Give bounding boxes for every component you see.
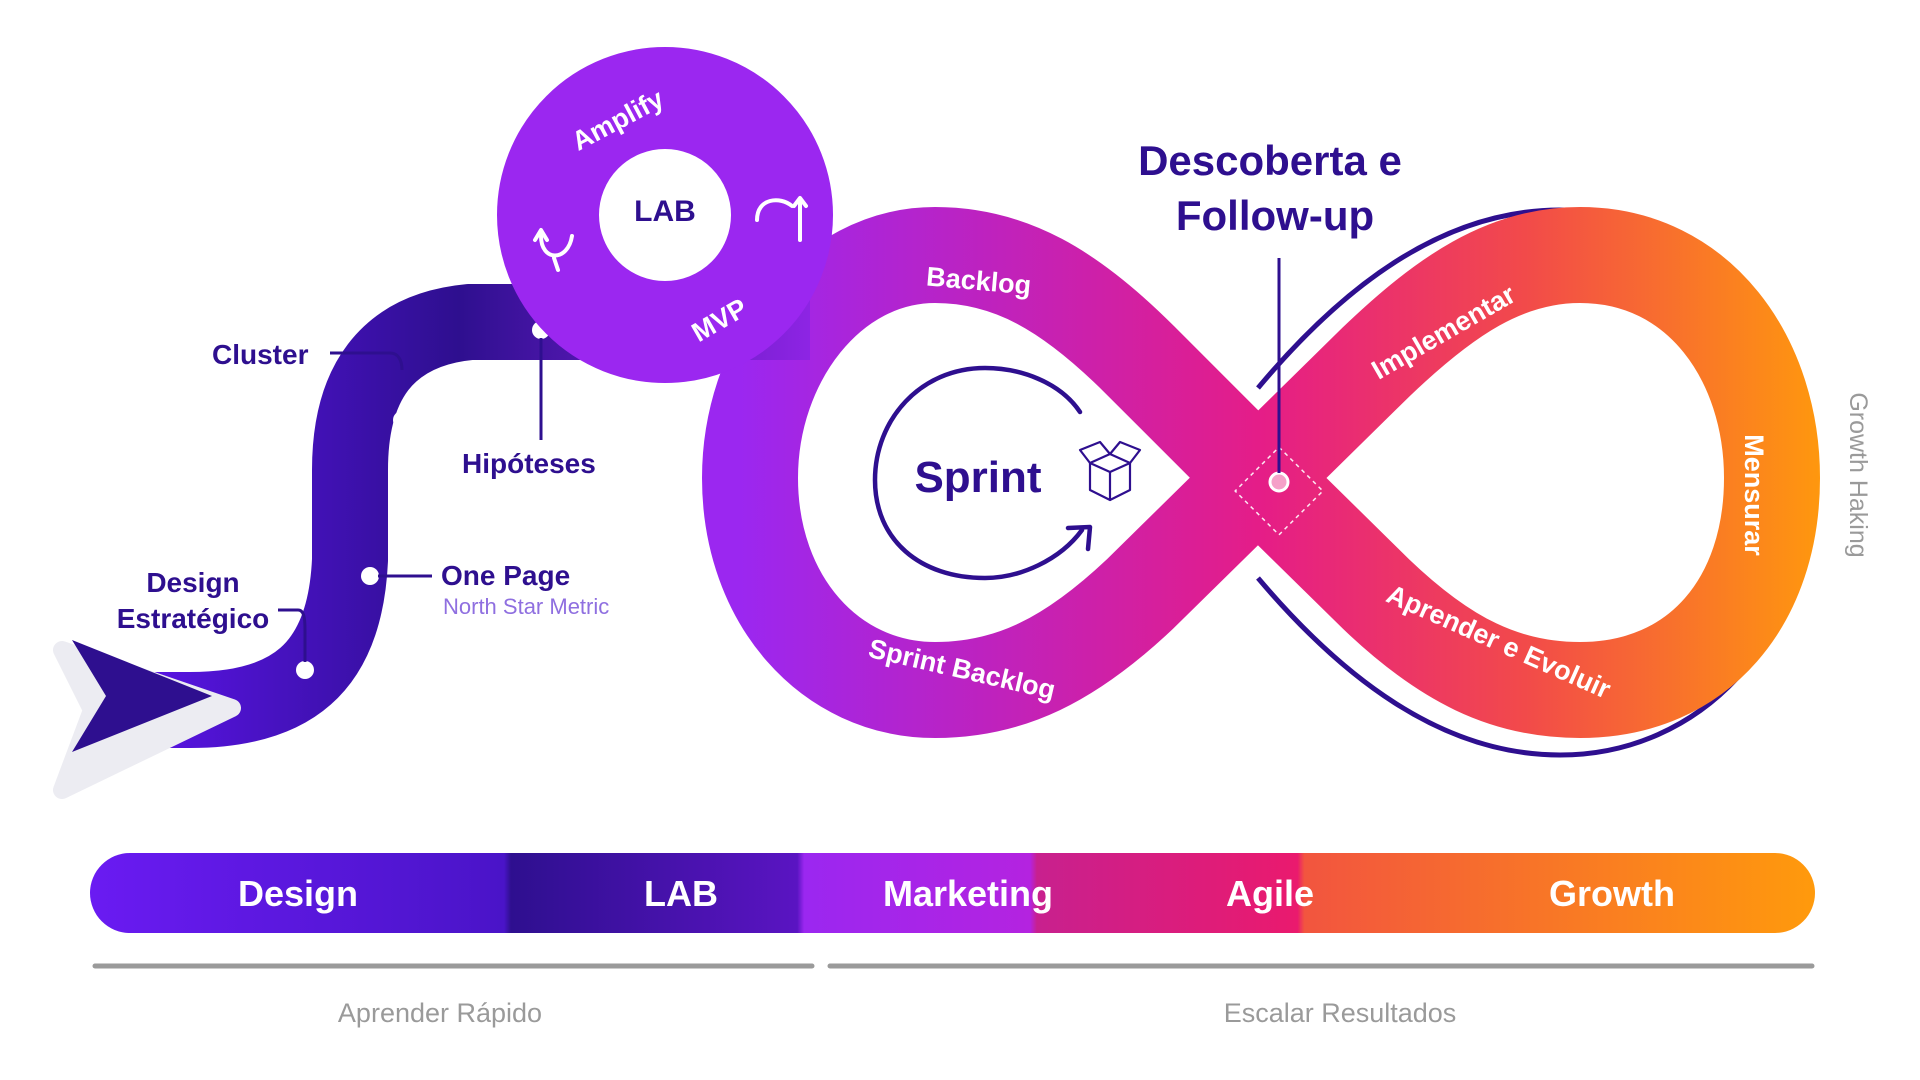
label-sprint: Sprint — [914, 453, 1041, 502]
label-hipoteses: Hipóteses — [462, 448, 596, 479]
lab-ring: LAB Amplify MVP — [497, 47, 833, 383]
group-label-aprender-rapido: Aprender Rápido — [338, 998, 542, 1028]
label-design-estrategico-1: Design — [146, 567, 239, 598]
journey-band — [130, 284, 810, 748]
leader-cluster — [330, 351, 404, 371]
phase-design: Design — [238, 873, 358, 914]
journey-path: Design Estratégico Cluster One Page Nort… — [53, 284, 810, 799]
label-design-estrategico-2: Estratégico — [117, 603, 270, 634]
group-label-escalar-resultados: Escalar Resultados — [1224, 998, 1457, 1028]
descoberta-title-line2: Follow-up — [1176, 192, 1374, 239]
split-arrow-icon — [755, 196, 808, 242]
leader-design — [278, 608, 307, 662]
box-icon — [1078, 440, 1142, 502]
milestone-dot-design — [296, 661, 314, 679]
crossing-dot — [1268, 471, 1290, 493]
phase-agile: Agile — [1226, 873, 1314, 914]
label-mensurar: Mensurar — [1739, 434, 1769, 556]
infinity-band — [702, 207, 1820, 738]
phase-marketing: Marketing — [883, 873, 1053, 914]
phase-growth: Growth — [1549, 873, 1675, 914]
descoberta-title-line1: Descoberta e — [1138, 137, 1402, 184]
sprint-cycle-arrow-top — [872, 365, 1085, 581]
milestone-dot-cluster — [393, 411, 411, 429]
milestone-dot-one-page — [361, 567, 379, 585]
phase-bar-background — [90, 853, 1815, 933]
start-arrow-icon — [72, 640, 212, 752]
lab-ring-band — [497, 47, 833, 383]
phase-bar: Design LAB Marketing Agile Growth — [90, 853, 1815, 933]
sprint-cycle-arrowhead — [1065, 524, 1093, 552]
phase-lab: LAB — [644, 873, 718, 914]
phase-groups: Aprender Rápido Escalar Resultados — [92, 963, 1815, 1028]
crossing-marker — [1234, 446, 1324, 536]
merge-arrow-icon — [533, 228, 574, 272]
label-growth-haking: Growth Haking — [1844, 392, 1872, 557]
label-one-page: One Page — [441, 560, 570, 591]
label-lab-center: LAB — [634, 195, 696, 228]
label-north-star: North Star Metric — [443, 594, 609, 619]
infinity-loop: Backlog Sprint Backlog Implementar Mensu… — [702, 137, 1872, 758]
label-cluster: Cluster — [212, 339, 309, 370]
